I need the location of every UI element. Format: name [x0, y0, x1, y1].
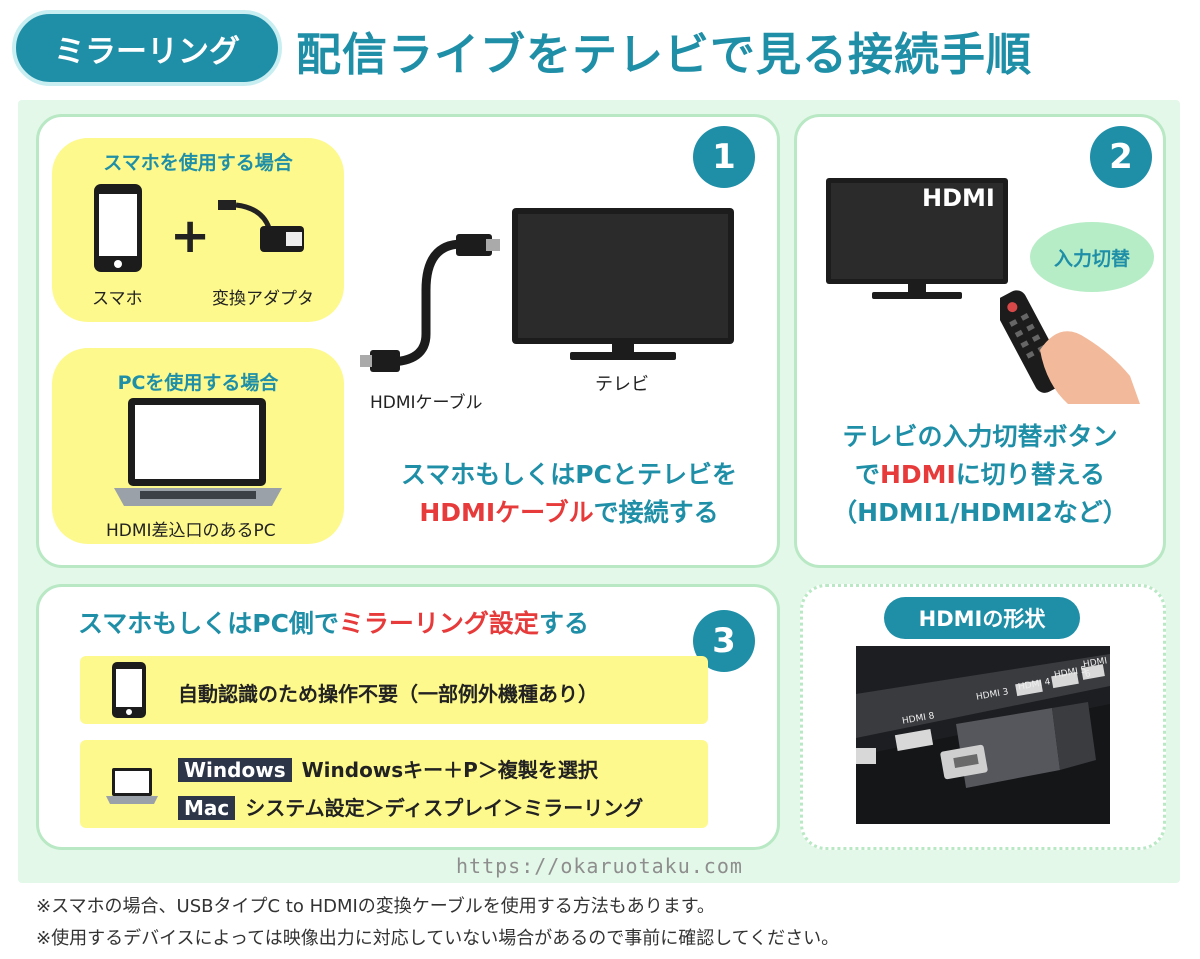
footnote-2: ※使用するデバイスによっては映像出力に対応していない場合があるので事前に確認して… — [36, 928, 840, 949]
adapter-label: 変換アダプタ — [212, 289, 314, 309]
remote-hand-icon — [1000, 290, 1140, 404]
hdmi-shape-title: HDMIの形状 — [884, 597, 1080, 639]
windows-text: Windowsキー＋P＞複製を選択 — [301, 758, 598, 782]
hdmi-cable-label: HDMIケーブル — [370, 393, 483, 413]
step2-caption-line1: テレビの入力切替ボタン — [842, 422, 1118, 451]
step2-caption-red: HDMI — [879, 460, 956, 489]
step2-caption-line2: でHDMIに切り替える — [810, 456, 1150, 494]
phone-row — [80, 656, 708, 724]
adapter-icon — [218, 200, 304, 252]
hdmi-cable-icon — [360, 234, 500, 372]
step3-heading: スマホもしくはPC側でミラーリング設定する — [78, 604, 589, 640]
input-switch-bubble-text: 入力切替 — [1053, 247, 1130, 270]
step2-caption: テレビの入力切替ボタン でHDMIに切り替える （HDMI1/HDMI2など） — [810, 418, 1150, 532]
smartphone-box-title: スマホを使用する場合 — [103, 152, 293, 174]
step2-caption-post: に切り替える — [955, 460, 1106, 489]
mac-row: Mac システム設定＞ディスプレイ＞ミラーリング — [178, 792, 643, 821]
step3-heading-pre: スマホもしくはPC側で — [78, 609, 339, 638]
port-label-hdmi6: HDMI 6 — [1082, 656, 1108, 681]
smartphone-icon — [94, 184, 142, 272]
mac-tag: Mac — [178, 796, 236, 820]
tv-label: テレビ — [595, 374, 649, 395]
step2-number: 2 — [1090, 126, 1152, 188]
tv-icon — [512, 208, 734, 360]
step3-heading-post: する — [538, 609, 589, 638]
mac-text: システム設定＞ディスプレイ＞ミラーリング — [245, 796, 644, 820]
step1-caption-rest: で接続する — [593, 498, 719, 527]
site-url: https://okaruotaku.com — [456, 854, 743, 878]
phone-row-icon — [112, 662, 146, 718]
laptop-icon — [114, 398, 282, 506]
hdmi-port-illustration — [856, 646, 1110, 824]
tv-hdmi-icon — [826, 178, 1008, 299]
hdmi-port-photo: HDMI 3 HDMI 4 HDMI 5 HDMI 6 HDMI 8 — [856, 646, 1110, 824]
plus-sign: + — [170, 208, 211, 264]
smartphone-box: スマホを使用する場合 スマホ + 変換アダプタ — [52, 138, 344, 322]
smartphone-label: スマホ — [92, 289, 143, 309]
step1-caption-line1: スマホもしくはPCとテレビを — [401, 460, 737, 489]
pc-box: PCを使用する場合 HDMI差込口のあるPC — [52, 348, 344, 544]
step2-caption-pre: で — [854, 460, 880, 489]
pc-box-title: PCを使用する場合 — [117, 372, 279, 394]
input-switch-bubble: 入力切替 — [1030, 222, 1154, 292]
pc-row-icon — [106, 768, 158, 804]
step1-number: 1 — [693, 126, 755, 188]
header: ミラーリング 配信ライブをテレビで見る接続手順 — [0, 0, 1200, 96]
phone-row-text: 自動認識のため操作不要（一部例外機種あり） — [178, 682, 598, 706]
pc-label: HDMI差込口のあるPC — [106, 521, 276, 541]
step1-caption: スマホもしくはPCとテレビを HDMIケーブルで接続する — [384, 456, 754, 532]
page-title: 配信ライブをテレビで見る接続手順 — [296, 28, 1033, 81]
mirroring-badge: ミラーリング — [12, 10, 282, 86]
step1-caption-line2: HDMIケーブルで接続する — [384, 494, 754, 532]
step1-caption-red: HDMIケーブル — [419, 498, 594, 527]
footnote-1: ※スマホの場合、USBタイプC to HDMIの変換ケーブルを使用する方法もあり… — [36, 896, 715, 917]
step2-caption-line3: （HDMI1/HDMI2など） — [832, 498, 1128, 527]
windows-tag: Windows — [178, 758, 292, 782]
tv-screen-text: HDMI — [922, 184, 995, 212]
step3-heading-red: ミラーリング設定 — [338, 609, 539, 638]
windows-row: Windows Windowsキー＋P＞複製を選択 — [178, 754, 598, 783]
